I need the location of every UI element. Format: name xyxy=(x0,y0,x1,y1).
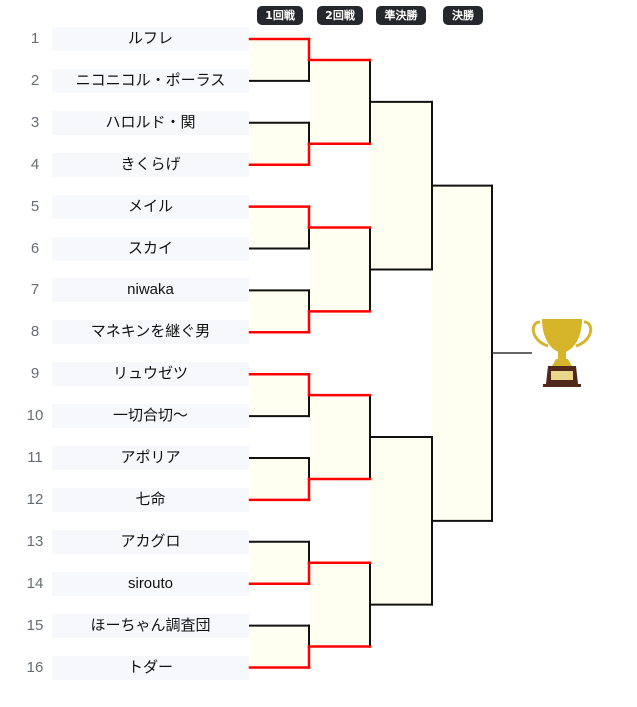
seed-number: 6 xyxy=(30,239,40,257)
player-name: ハロルド・関 xyxy=(52,110,249,135)
match-box xyxy=(250,290,309,333)
match-box xyxy=(250,122,309,165)
seed-number: 16 xyxy=(26,658,44,676)
seed-number: 11 xyxy=(27,449,43,466)
player-name: トダー xyxy=(52,655,249,680)
seed-number: 7 xyxy=(30,281,40,299)
seed-number: 9 xyxy=(30,365,40,383)
player-name: niwaka xyxy=(52,278,249,303)
player-name: スカイ xyxy=(52,236,249,261)
match-box xyxy=(309,227,370,312)
round-header: 決勝 xyxy=(443,6,483,25)
match-box xyxy=(250,458,309,500)
seed-number: 15 xyxy=(26,616,44,634)
match-box xyxy=(370,101,432,270)
seed-number: 13 xyxy=(26,532,44,550)
seed-number: 14 xyxy=(26,574,44,592)
match-box xyxy=(250,541,309,584)
seed-number: 2 xyxy=(30,71,40,89)
match-box xyxy=(250,206,309,249)
match-box xyxy=(250,374,309,417)
seed-number: 5 xyxy=(30,197,40,215)
match-box xyxy=(309,395,370,479)
match-box xyxy=(432,185,492,521)
player-name: 一切合切〜 xyxy=(52,404,249,429)
match-box xyxy=(250,39,309,81)
player-name: アポリア xyxy=(52,446,249,470)
seed-number: 8 xyxy=(30,323,40,341)
player-name: sirouto xyxy=(52,571,249,596)
seed-number: 3 xyxy=(30,113,40,131)
match-box xyxy=(370,437,432,605)
player-name: アカグロ xyxy=(52,529,249,554)
player-name: 七命 xyxy=(52,487,249,512)
seed-number: 10 xyxy=(26,407,44,425)
player-name: きくらげ xyxy=(52,152,249,177)
player-name: リュウゼツ xyxy=(52,362,249,387)
player-name: ほーちゃん調査団 xyxy=(52,613,249,638)
match-box xyxy=(309,562,370,647)
trophy-icon xyxy=(531,319,593,387)
seed-number: 12 xyxy=(26,490,44,508)
seed-number: 1 xyxy=(30,30,40,47)
round-header: 1回戦 xyxy=(257,6,303,25)
player-name: ニコニコル・ポーラス xyxy=(52,68,249,93)
player-name: メイル xyxy=(52,194,249,219)
player-name: マネキンを継ぐ男 xyxy=(52,320,249,345)
round-header: 準決勝 xyxy=(376,6,426,25)
match-box xyxy=(309,59,370,144)
seed-number: 4 xyxy=(30,155,40,173)
match-box xyxy=(250,625,309,668)
round-header: 2回戦 xyxy=(317,6,363,25)
player-name: ルフレ xyxy=(52,27,249,51)
